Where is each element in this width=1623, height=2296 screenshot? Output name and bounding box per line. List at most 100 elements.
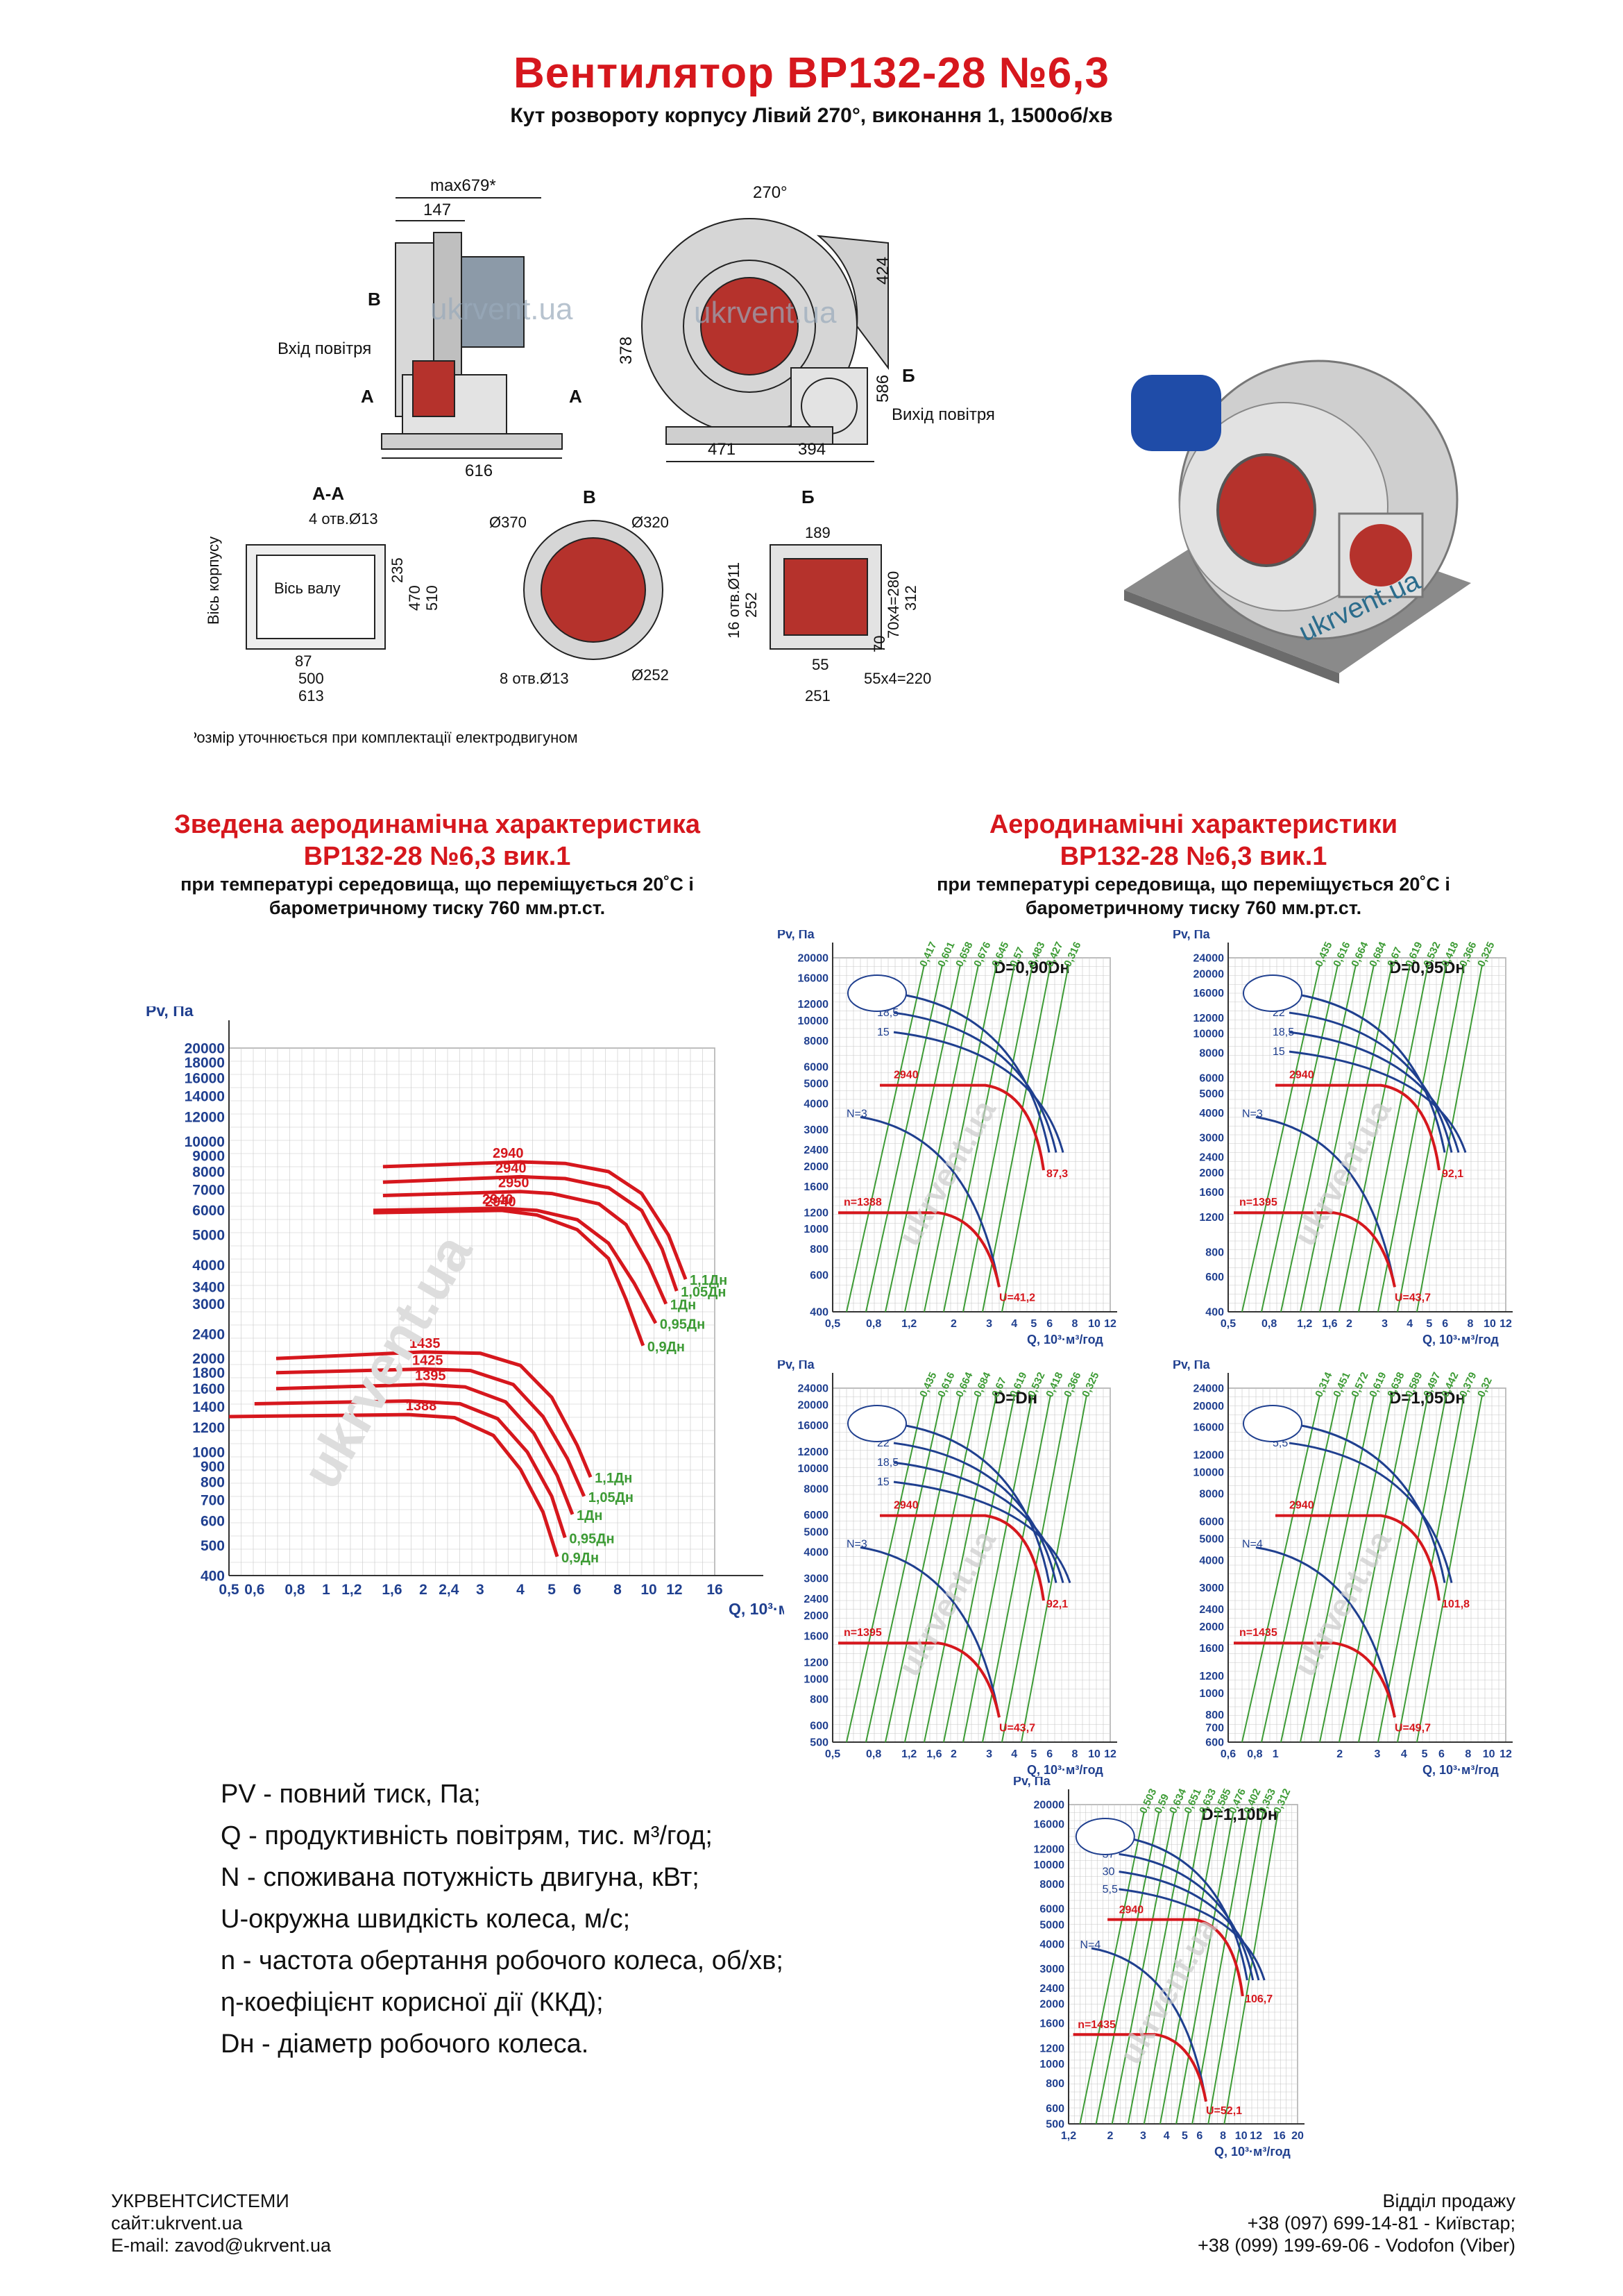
right-sub-2: барометричному тиску 760 мм.рт.ст. <box>1025 897 1362 918</box>
b-189: 189 <box>805 524 831 541</box>
y-tick-label: 12000 <box>798 999 829 1011</box>
velocity-label: U=41,2 <box>999 1292 1035 1304</box>
efficiency-line <box>1280 1394 1357 1743</box>
y-tick-label: 16000 <box>1034 1818 1065 1830</box>
y-tick-label: 8000 <box>192 1164 225 1180</box>
series-label: 1,1Дн <box>595 1471 632 1486</box>
x-tick-label: 6 <box>1046 1318 1053 1330</box>
x-tick-label: 0,5 <box>825 1318 840 1330</box>
y-tick-label: 10000 <box>798 1015 829 1027</box>
right-section-heading: Аеродинамічні характеристики ВР132-28 №6… <box>843 809 1544 920</box>
power-curve <box>1119 1871 1260 1981</box>
velocity-label: U=43,7 <box>999 1723 1035 1734</box>
dim-angle: 270° <box>753 183 788 202</box>
series-label: 0,9Дн <box>647 1340 685 1355</box>
y-tick-label: 400 <box>1205 1307 1224 1319</box>
x-tick-label: 12 <box>1499 1318 1512 1330</box>
dim-586: 586 <box>874 375 892 403</box>
efficiency-line <box>846 964 925 1312</box>
x-tick-label: 3 <box>986 1748 992 1760</box>
efficiency-line <box>1143 1811 1205 2125</box>
speed-label: 2940 <box>1289 1069 1314 1081</box>
x-tick-label: 0,6 <box>244 1582 264 1598</box>
x-tick-label: 3 <box>1382 1318 1388 1330</box>
speed-label: 2940 <box>485 1195 516 1210</box>
x-tick-label: 12 <box>1499 1748 1512 1760</box>
x-tick-label: 1,2 <box>1297 1318 1312 1330</box>
y-tick-label: 2000 <box>1039 1999 1064 2011</box>
y-tick-label: 16000 <box>1193 988 1225 999</box>
power-curve <box>1255 1116 1396 1288</box>
b-55: 55 <box>812 656 829 673</box>
x-tick-label: 1,6 <box>382 1582 402 1598</box>
power-curve <box>893 1461 1064 1583</box>
y-tick-label: 1600 <box>804 1630 829 1642</box>
speed-label: 1395 <box>415 1369 446 1384</box>
y-tick-label: 16000 <box>798 973 829 985</box>
y-tick-label: 500 <box>1046 2119 1064 2131</box>
y-tick-label: 10000 <box>185 1134 225 1150</box>
b-252: 252 <box>742 592 760 618</box>
efficiency-line <box>1339 964 1411 1312</box>
y-tick-label: 6000 <box>1199 1072 1224 1084</box>
x-tick-label: 1 <box>322 1582 330 1598</box>
series-label: 1Дн <box>577 1508 602 1523</box>
power-curve <box>1119 1888 1266 1981</box>
x-tick-label: 16 <box>1273 2130 1286 2142</box>
y-tick-label: 800 <box>1205 1247 1224 1258</box>
series-line <box>254 1399 567 1539</box>
b-holes: 16 отв.Ø11 <box>725 562 742 639</box>
site-link[interactable]: сайт:ukrvent.ua <box>111 2213 243 2234</box>
x-tick-label: 4 <box>1407 1318 1413 1330</box>
y-tick-label: 12000 <box>185 1110 225 1126</box>
efficiency-line <box>1358 1394 1429 1743</box>
y-tick-label: 10000 <box>1193 1467 1225 1479</box>
x-tick-label: 5 <box>1182 2130 1188 2142</box>
x-axis-label: Q, 10³·м³/год <box>1027 1333 1103 1347</box>
x-axis-label: Q, 10³·м³/год <box>1422 1763 1499 1777</box>
x-axis-label: Q, 10³·м³/год <box>1422 1333 1499 1347</box>
x-tick-label: 2 <box>951 1748 957 1760</box>
section-a-right: А <box>569 386 582 407</box>
x-axis-label: Q, 10³·м³/год <box>1027 1763 1103 1777</box>
efficiency-line <box>982 964 1051 1312</box>
power-curve <box>1289 1422 1446 1583</box>
y-tick-label: 900 <box>201 1459 225 1475</box>
dim-616: 616 <box>465 462 493 480</box>
series-line <box>275 1383 575 1515</box>
phone-1[interactable]: +38 (097) 699-14-81 - Київстар; <box>1247 2213 1515 2234</box>
y-tick-label: 800 <box>201 1475 225 1491</box>
y-tick-label: 10000 <box>798 1463 829 1475</box>
legend-item: Dн - діаметр робочого колеса. <box>221 2029 589 2059</box>
phone-2[interactable]: +38 (099) 199-69-06 - Vodofon (Viber) <box>1197 2235 1515 2256</box>
y-tick-label: 2400 <box>1199 1604 1224 1616</box>
y-tick-label: 1200 <box>1039 2043 1064 2054</box>
x-tick-label: 2 <box>419 1582 427 1598</box>
y-tick-label: 2400 <box>192 1326 225 1342</box>
y-tick-label: 1000 <box>804 1673 829 1685</box>
y-axis-label: Pv, Па <box>1173 930 1211 941</box>
x-tick-label: 1,2 <box>901 1748 917 1760</box>
power-curve <box>1119 1852 1255 1981</box>
efficiency-line <box>1175 1811 1234 2125</box>
legend-item: Q - продуктивність повітрям, тис. м³/год… <box>221 1821 713 1850</box>
y-tick-label: 12000 <box>1193 1013 1225 1024</box>
email-link[interactable]: E-mail: zavod@ukrvent.ua <box>111 2235 332 2256</box>
power-curve <box>860 1116 1001 1288</box>
velocity-label: 92,1 <box>1046 1598 1068 1610</box>
sales-label: Відділ продажу <box>1382 2191 1515 2211</box>
performance-curve-low <box>1234 1641 1396 1718</box>
b-312: 312 <box>902 585 919 611</box>
y-tick-label: 16000 <box>798 1420 829 1432</box>
y-tick-label: 400 <box>810 1307 829 1319</box>
y-tick-label: 24000 <box>1193 953 1225 965</box>
speed-label: 2940 <box>894 1499 919 1511</box>
v-320: Ø320 <box>631 514 669 531</box>
series-line <box>373 1206 658 1324</box>
left-title-2: ВР132-28 №6,3 вик.1 <box>303 842 571 871</box>
power-curve <box>893 1422 1051 1583</box>
dim-max: max679* <box>430 176 496 195</box>
company-logo-mark <box>847 974 907 1012</box>
